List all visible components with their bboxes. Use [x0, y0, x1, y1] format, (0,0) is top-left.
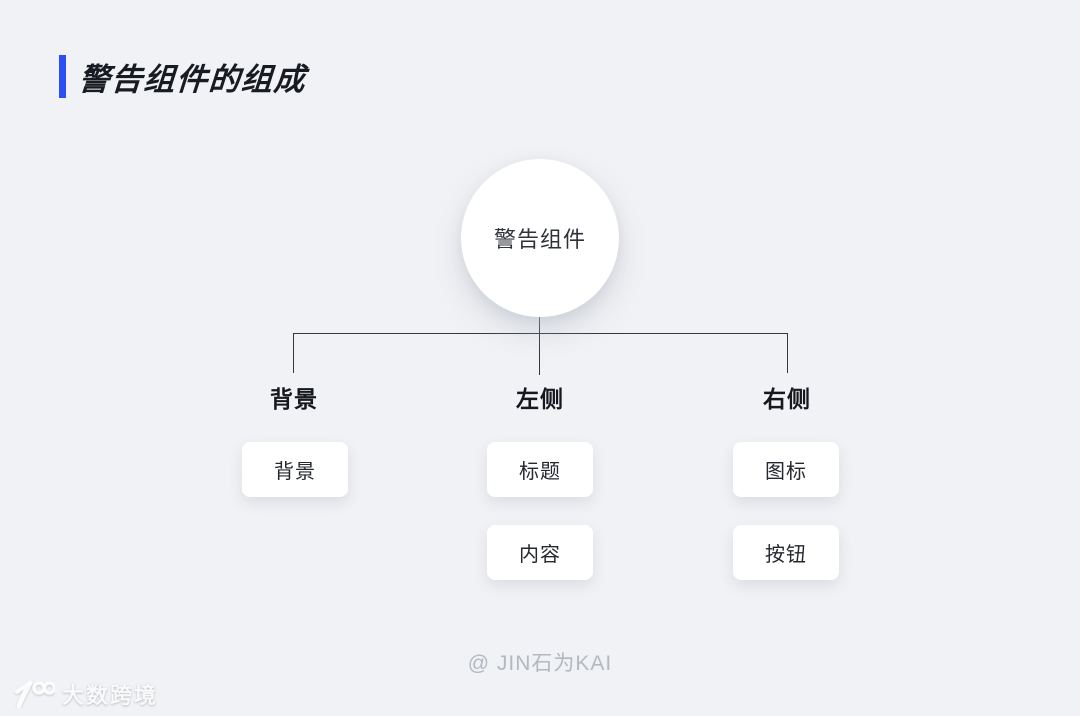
- branch-label-left-side: 左侧: [516, 386, 564, 412]
- watermark: 大数跨境: [13, 678, 158, 710]
- title-accent-bar: [59, 55, 66, 98]
- connector-root-vertical-line: [539, 314, 540, 375]
- branch-label-right-side: 右侧: [763, 386, 811, 412]
- connector-horizontal-line: [293, 333, 787, 334]
- page-title-block: 警告组件的组成: [59, 54, 308, 99]
- author-credit: @ JIN石为KAI: [467, 652, 613, 675]
- node-box-button: 按钮: [733, 525, 839, 580]
- node-box-title: 标题: [487, 442, 593, 497]
- node-box-content: 内容: [487, 525, 593, 580]
- connector-left-vertical-line: [293, 333, 294, 373]
- connector-right-vertical-line: [787, 333, 788, 373]
- root-node-circle: 警告组件: [461, 159, 619, 317]
- node-box-background: 背景: [242, 442, 348, 497]
- brand-logo-icon: [15, 680, 55, 708]
- node-box-icon: 图标: [733, 442, 839, 497]
- watermark-brand-text: 大数跨境: [62, 683, 159, 708]
- branch-label-background: 背景: [270, 386, 318, 412]
- page-title: 警告组件的组成: [77, 62, 308, 97]
- root-node-label: 警告组件: [493, 227, 586, 252]
